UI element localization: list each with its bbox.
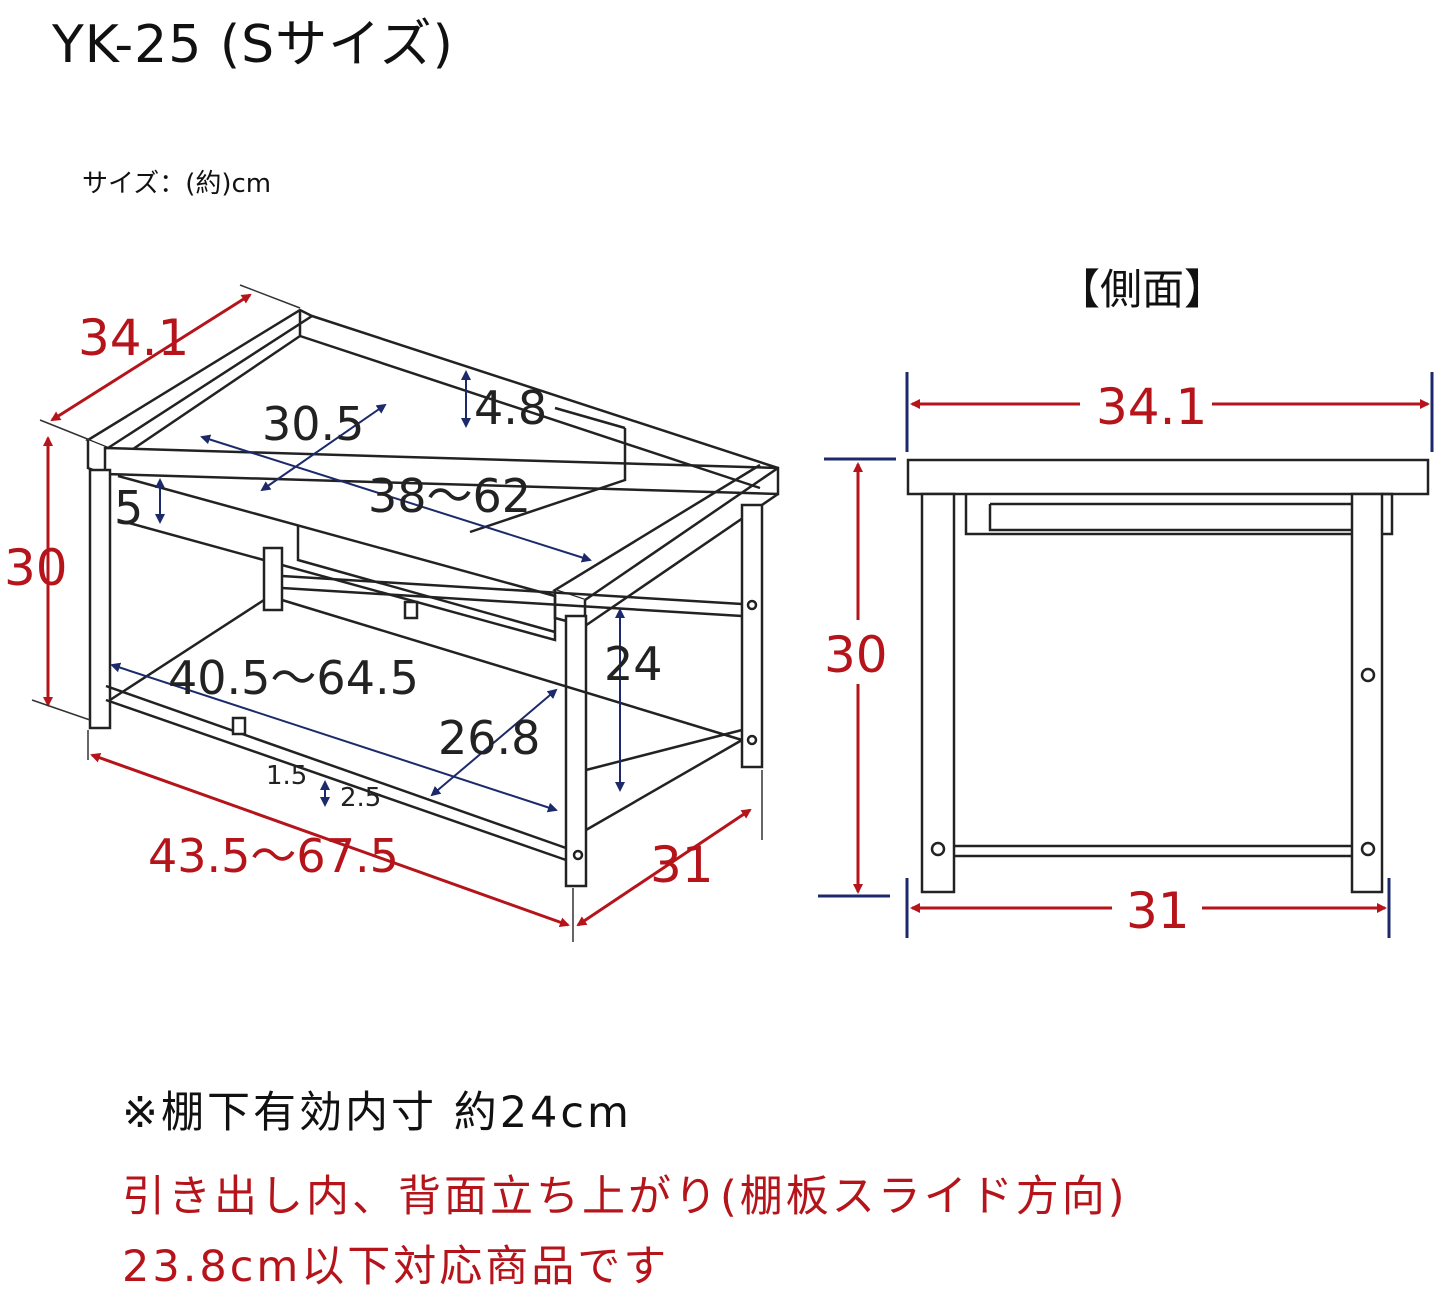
side-label-masks: [820, 378, 1212, 934]
label-overall-width: 43.5〜67.5: [148, 829, 399, 883]
label-height: 30: [4, 539, 68, 597]
perspective-navy-dimensions: [110, 370, 625, 813]
label-bar-offset-2: 2.5: [340, 783, 381, 813]
side-view-heading: 【側面】: [1058, 265, 1227, 314]
compatibility-note-line1: 引き出し内、背面立ち上がり(棚板スライド方向): [122, 1172, 1128, 1222]
label-lower-depth: 26.8: [438, 711, 540, 765]
label-bar-offset-1: 1.5: [266, 761, 307, 791]
label-drawer-depth: 30.5: [262, 397, 364, 451]
compatibility-note-line2: 23.8cm以下対応商品です: [122, 1242, 670, 1292]
base-depth-arrow: [576, 808, 752, 927]
rack-side-drawing: [906, 458, 1430, 894]
top-depth-arrow: [50, 293, 252, 422]
label-back-rise: 4.8: [474, 381, 547, 435]
label-drawer-height: 5: [114, 481, 143, 535]
drawer-width-arrow: [200, 434, 592, 563]
side-label-base-depth: 31: [1126, 882, 1190, 940]
label-drawer-width: 38〜62: [368, 469, 531, 523]
page-title: YK-25 (Sサイズ): [52, 15, 454, 75]
size-unit-note: サイズ：(約)cm: [82, 169, 272, 199]
label-clearance-height: 24: [604, 637, 663, 691]
rack-perspective-drawing: [85, 308, 780, 888]
label-base-depth: 31: [650, 836, 714, 894]
label-lower-width: 40.5〜64.5: [168, 651, 419, 705]
side-label-top-depth: 34.1: [1096, 378, 1207, 436]
label-top-depth: 34.1: [78, 309, 189, 367]
clearance-note: ※棚下有効内寸 約24cm: [122, 1088, 632, 1138]
side-extension-lines: [818, 372, 1434, 938]
side-label-height: 30: [824, 626, 888, 684]
perspective-extension-lines: [31, 284, 763, 942]
lower-depth-arrow: [430, 688, 558, 797]
